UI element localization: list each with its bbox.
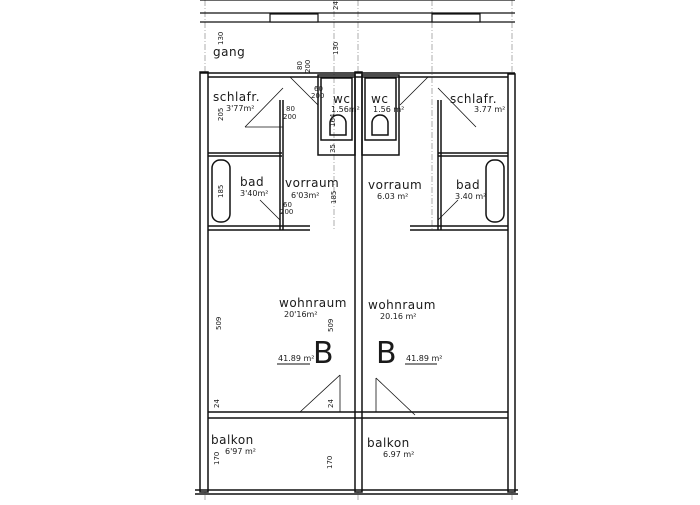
room-area: 3'77m² (226, 104, 254, 113)
dim-label: 200 (280, 208, 293, 216)
dim-label: 24 (332, 1, 340, 10)
room-area: 6'03m² (291, 191, 319, 200)
dim-label: 185 (217, 185, 225, 198)
room-label: schlafr. (213, 90, 260, 104)
room-area: 6.03 m² (377, 192, 408, 201)
room-label: vorraum (368, 178, 422, 192)
unit-total-area: 41.89 m² (406, 354, 442, 363)
dim-label: 200 (304, 60, 312, 73)
dim-label: 24 (213, 399, 221, 408)
gang-wall (200, 0, 515, 23)
room-label: vorraum (285, 176, 339, 190)
room-label: wc (333, 92, 350, 106)
room-area: 3.40 m² (455, 192, 486, 201)
unit-total-area: 41.89 m² (278, 354, 314, 363)
room-area: 1.56m² (331, 105, 360, 114)
dim-label: 185 (330, 191, 338, 204)
room-label: wc (371, 92, 388, 106)
dim-label: 170 (213, 452, 221, 465)
room-area: 20.16 m² (380, 312, 416, 321)
unit-right: schlafr. 3.77 m² wc 1.56 m² bad 3.40 m² … (367, 92, 505, 459)
room-label: bad (240, 175, 264, 189)
unit-type: B (313, 336, 334, 371)
dim-label: 130 (217, 32, 225, 45)
dim-label: 60 (314, 85, 323, 93)
dim-label: 60 (283, 201, 292, 209)
room-label: wohnraum (279, 296, 347, 310)
room-label: balkon (367, 436, 410, 450)
dim-label: 509 (215, 317, 223, 330)
room-label: bad (456, 178, 480, 192)
dim-label: 164 (329, 113, 337, 127)
room-area: 1.56 m² (373, 105, 404, 114)
unit-type: B (376, 336, 397, 371)
room-area: 20'16m² (284, 310, 318, 319)
room-label: schlafr. (450, 92, 497, 106)
room-area: 6.97 m² (383, 450, 414, 459)
room-label: wohnraum (368, 298, 436, 312)
dim-label: 170 (326, 456, 334, 469)
room-area: 3.77 m² (474, 105, 505, 114)
walls (195, 71, 518, 495)
dim-label: 80 (296, 61, 304, 70)
room-area: 6'97 m² (225, 447, 256, 456)
dim-label: 80 (286, 105, 295, 113)
room-label: balkon (211, 433, 254, 447)
door-swings (244, 76, 477, 416)
dim-label: 200 (311, 92, 324, 100)
room-label-gang: gang (213, 45, 245, 59)
unit-left: schlafr. 3'77m² wc 1.56m² bad 3'40m² vor… (211, 90, 360, 456)
dimension-labels: 130 130 24 80 200 80 200 60 200 60 200 2… (213, 1, 340, 469)
dim-label: 24 (327, 399, 335, 408)
dim-label: 130 (332, 42, 340, 55)
dim-label: 509 (327, 319, 335, 332)
dim-label: 200 (283, 113, 296, 121)
room-area: 3'40m² (240, 189, 268, 198)
dim-label: 35 (329, 144, 337, 153)
dim-label: 205 (217, 108, 225, 121)
